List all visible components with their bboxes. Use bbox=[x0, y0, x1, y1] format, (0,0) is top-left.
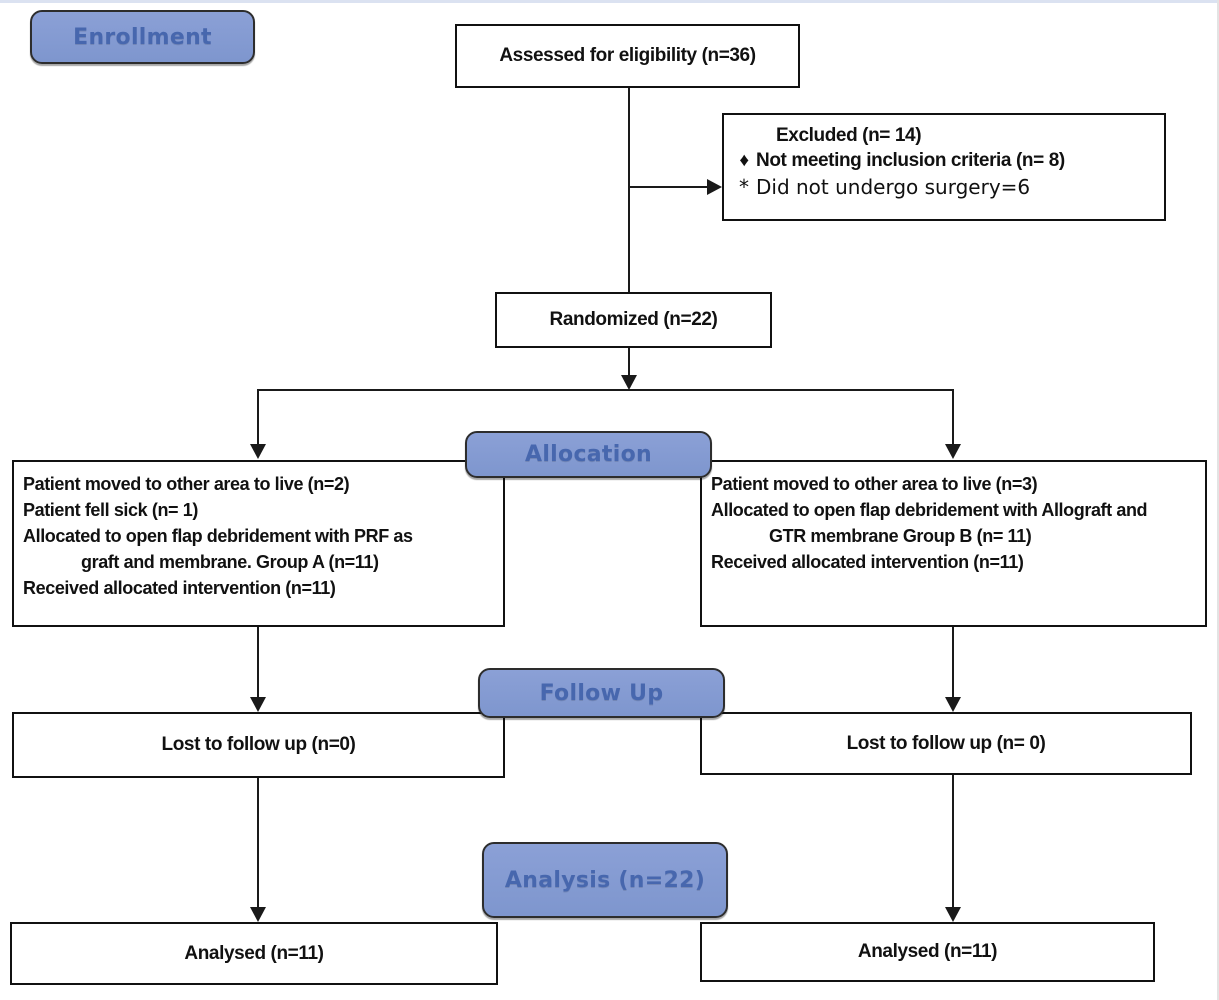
allocation-left-box: Patient moved to other area to live (n=2… bbox=[12, 460, 505, 627]
arrowhead-into-followup-left bbox=[250, 697, 266, 712]
line-branch-to-alloc-right bbox=[952, 389, 954, 445]
excluded-item-text: Not meeting inclusion criteria (n= 8) bbox=[756, 150, 1065, 171]
stage-label-analysis: Analysis (n=22) bbox=[482, 842, 728, 918]
top-edge-strip bbox=[0, 0, 1219, 3]
allocation-line: GTR membrane Group B (n= 11) bbox=[769, 526, 1032, 546]
stage-label-allocation: Allocation bbox=[465, 431, 712, 478]
allocation-line: Allocated to open flap debridement with … bbox=[23, 526, 413, 546]
arrowhead-randomized-branch bbox=[621, 375, 637, 390]
line-alloc-to-followup-right bbox=[952, 627, 954, 698]
excluded-box: Excluded (n= 14) ♦ Not meeting inclusion… bbox=[722, 113, 1166, 221]
line-branch-to-excluded bbox=[629, 186, 709, 188]
randomized-box: Randomized (n=22) bbox=[495, 292, 772, 348]
diamond-bullet-icon: ♦ bbox=[739, 150, 749, 171]
branch-line-allocation bbox=[257, 389, 954, 391]
assessed-box: Assessed for eligibility (n=36) bbox=[455, 24, 800, 88]
arrowhead-into-excluded bbox=[707, 179, 722, 195]
analysed-left-box: Analysed (n=11) bbox=[10, 922, 498, 985]
allocation-line: Patient moved to other area to live (n=2… bbox=[23, 474, 350, 494]
arrowhead-into-analysed-right bbox=[945, 907, 961, 922]
line-assessed-to-randomized bbox=[628, 88, 630, 292]
asterisk-bullet-icon: * bbox=[739, 175, 749, 199]
arrowhead-into-followup-right bbox=[945, 697, 961, 712]
excluded-item: ♦ Not meeting inclusion criteria (n= 8) bbox=[724, 147, 1164, 174]
arrowhead-into-analysed-left bbox=[250, 907, 266, 922]
line-randomized-to-branch bbox=[628, 348, 630, 377]
arrowhead-into-alloc-left bbox=[250, 444, 266, 459]
line-followup-to-analysed-right bbox=[952, 775, 954, 908]
arrowhead-into-alloc-right bbox=[945, 444, 961, 459]
allocation-line: Received allocated intervention (n=11) bbox=[23, 578, 336, 598]
allocation-right-box: Patient moved to other area to live (n=3… bbox=[700, 460, 1207, 627]
stage-label-follow-up: Follow Up bbox=[478, 668, 725, 718]
stage-label-enrollment: Enrollment bbox=[30, 10, 255, 64]
followup-left-box: Lost to follow up (n=0) bbox=[12, 712, 505, 778]
allocation-line: Received allocated intervention (n=11) bbox=[711, 552, 1024, 572]
excluded-item: * Did not undergo surgery=6 bbox=[724, 174, 1164, 201]
excluded-item-text: Did not undergo surgery=6 bbox=[756, 175, 1031, 199]
line-followup-to-analysed-left bbox=[257, 778, 259, 908]
allocation-line: Allocated to open flap debridement with … bbox=[711, 500, 1148, 520]
allocation-line: Patient moved to other area to live (n=3… bbox=[711, 474, 1038, 494]
followup-right-box: Lost to follow up (n= 0) bbox=[700, 712, 1192, 775]
line-branch-to-alloc-left bbox=[257, 389, 259, 445]
analysed-right-box: Analysed (n=11) bbox=[700, 922, 1155, 982]
line-alloc-to-followup-left bbox=[257, 627, 259, 698]
right-edge-strip bbox=[1217, 0, 1219, 1000]
excluded-title: Excluded (n= 14) bbox=[776, 125, 922, 146]
allocation-line: Patient fell sick (n= 1) bbox=[23, 500, 198, 520]
allocation-line: graft and membrane. Group A (n=11) bbox=[81, 552, 379, 572]
